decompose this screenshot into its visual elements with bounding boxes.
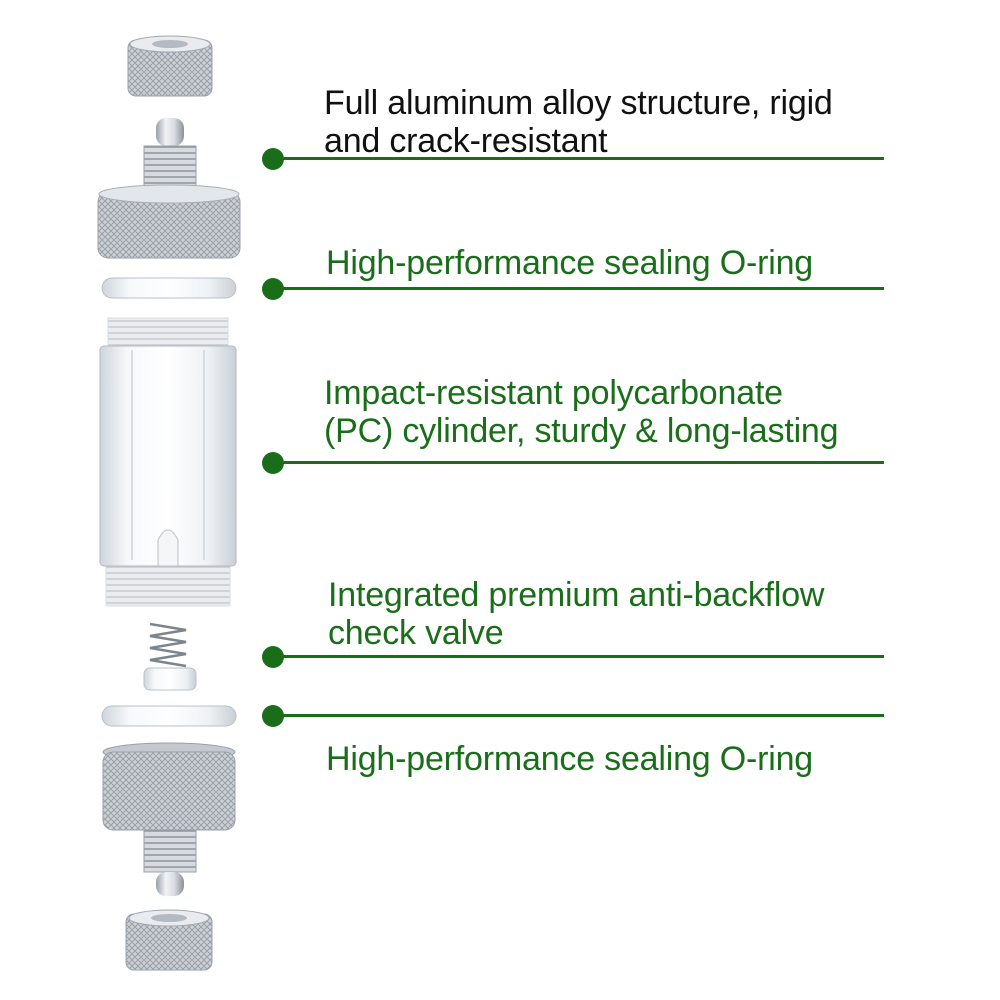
callout-check-valve-line xyxy=(272,655,884,658)
bottom-knurled-nut-icon xyxy=(125,909,213,971)
check-valve-plug-icon xyxy=(143,667,197,691)
pc-cylinder-icon xyxy=(99,317,237,607)
callout-oring-bottom-line xyxy=(272,714,884,717)
top-o-ring-icon xyxy=(101,277,237,299)
bottom-hose-barb-fitting-icon xyxy=(102,742,236,896)
callout-oring-top-text: High-performance sealing O-ring xyxy=(326,244,814,282)
callout-check-valve-text: Integrated premium anti-backflow check v… xyxy=(328,576,825,652)
spring-icon xyxy=(149,622,187,668)
callout-aluminum-line xyxy=(272,157,884,160)
callout-cylinder-text: Impact-resistant polycarbonate (PC) cyli… xyxy=(324,374,839,450)
callout-cylinder-line xyxy=(272,461,884,464)
top-hose-barb-fitting-icon xyxy=(97,118,241,259)
callout-oring-bottom-text: High-performance sealing O-ring xyxy=(326,740,814,778)
top-knurled-nut-icon xyxy=(127,35,213,97)
callout-oring-top-line xyxy=(272,287,884,290)
callout-aluminum-text: Full aluminum alloy structure, rigid and… xyxy=(324,84,833,160)
bottom-o-ring-icon xyxy=(101,705,237,727)
